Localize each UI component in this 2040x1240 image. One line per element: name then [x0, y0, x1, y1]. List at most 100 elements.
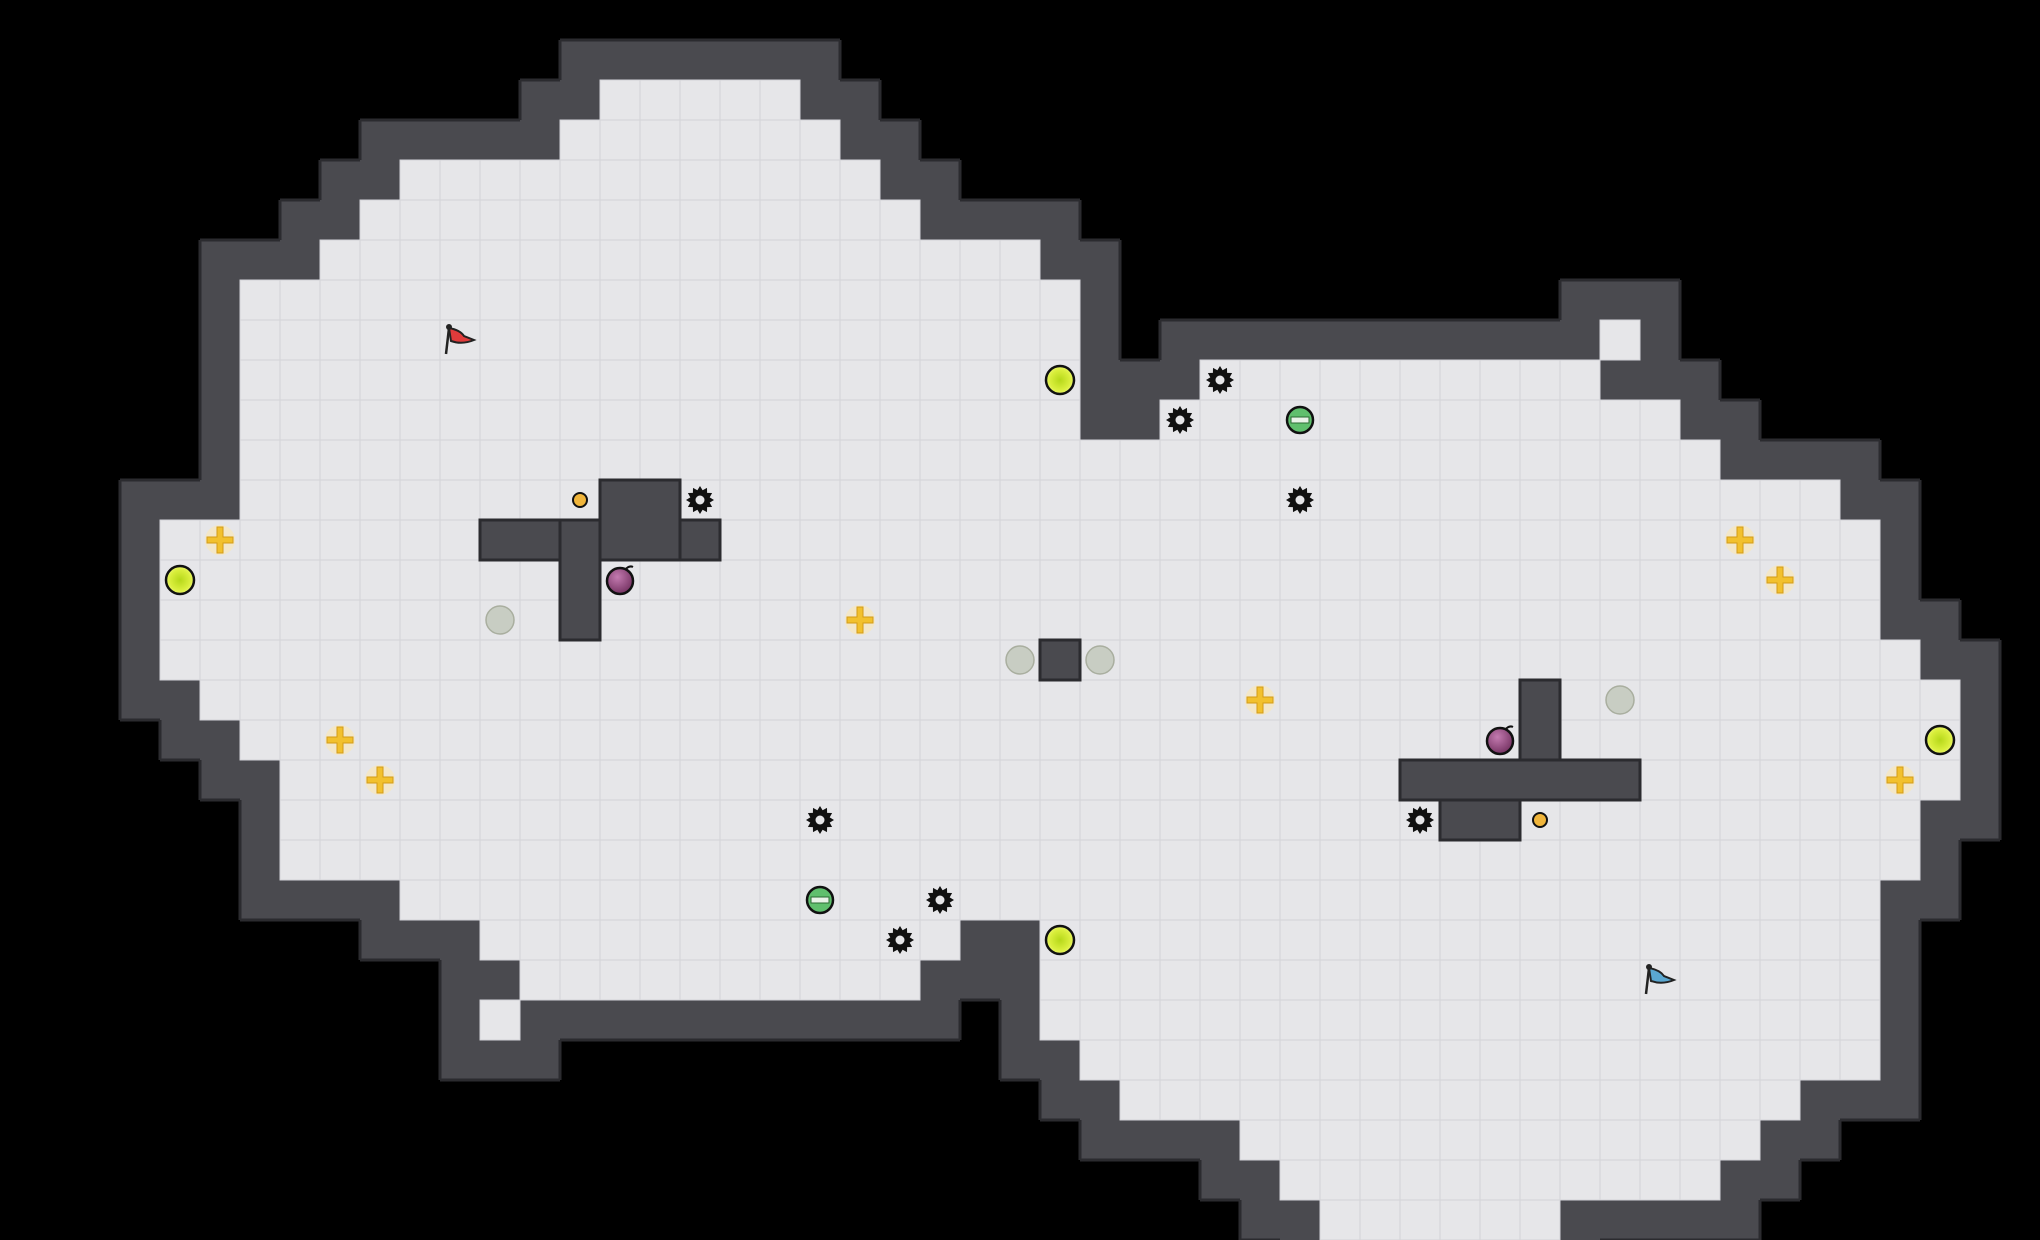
boost-pad[interactable]: [205, 525, 235, 555]
boost-pad[interactable]: [1885, 765, 1915, 795]
floor-tile: [399, 839, 441, 881]
floor-tile: [1439, 1079, 1481, 1121]
floor-tile: [1759, 519, 1801, 561]
floor-tile: [1679, 1039, 1721, 1081]
floor-tile: [959, 599, 1001, 641]
button[interactable]: [1532, 812, 1548, 828]
wall-tile: [1960, 640, 2000, 680]
floor-tile: [1359, 479, 1401, 521]
floor-tile: [1119, 879, 1161, 921]
spike[interactable]: [806, 806, 834, 834]
floor-tile: [599, 719, 641, 761]
wall-tile: [1000, 1000, 1040, 1040]
blue-flag[interactable]: [1644, 964, 1677, 995]
floor-tile: [1519, 1159, 1561, 1201]
bomb[interactable]: [1485, 725, 1515, 756]
wall-tile: [1720, 1200, 1760, 1240]
floor-tile: [1639, 719, 1681, 761]
floor-tile: [1039, 559, 1081, 601]
floor-tile: [399, 879, 441, 921]
wall-tile: [1280, 1200, 1320, 1240]
floor-tile: [1519, 1039, 1561, 1081]
floor-tile: [559, 439, 601, 481]
floor-tile: [239, 679, 281, 721]
wall-tile: [1080, 1080, 1120, 1120]
floor-tile: [1679, 679, 1721, 721]
floor-tile: [1479, 1039, 1521, 1081]
floor-tile: [1119, 599, 1161, 641]
floor-tile: [1799, 759, 1841, 801]
empty-spawn-icon: [1005, 645, 1035, 675]
floor-tile: [279, 839, 321, 881]
floor-tile: [479, 919, 521, 961]
spike[interactable]: [1286, 486, 1314, 514]
floor-tile: [1119, 679, 1161, 721]
boost-pad[interactable]: [1725, 525, 1755, 555]
wall-tile: [1160, 1120, 1200, 1160]
powerup[interactable]: [1924, 724, 1956, 756]
floor-tile: [1479, 599, 1521, 641]
boost-pad[interactable]: [365, 765, 395, 795]
floor-tile: [1399, 559, 1441, 601]
floor-tile: [559, 359, 601, 401]
boost-pad[interactable]: [845, 605, 875, 635]
floor-tile: [239, 639, 281, 681]
spike[interactable]: [1206, 366, 1234, 394]
floor-tile: [1599, 479, 1641, 521]
floor-tile: [1359, 879, 1401, 921]
floor-tile: [879, 799, 921, 841]
spike[interactable]: [926, 886, 954, 914]
floor-tile: [1479, 679, 1521, 721]
floor-tile: [839, 639, 881, 681]
bomb[interactable]: [605, 565, 635, 596]
floor-tile: [279, 719, 321, 761]
wall-tile: [120, 480, 160, 520]
spike[interactable]: [886, 926, 914, 954]
powerup[interactable]: [1044, 924, 1076, 956]
floor-tile: [1639, 639, 1681, 681]
bomb-fuse: [1504, 725, 1514, 731]
wall-tile: [840, 120, 880, 160]
floor-tile: [319, 279, 361, 321]
button[interactable]: [572, 492, 588, 508]
floor-tile: [999, 839, 1041, 881]
floor-tile: [1639, 399, 1681, 441]
floor-tile: [799, 159, 841, 201]
floor-tile: [319, 639, 361, 681]
floor-tile: [1399, 1159, 1441, 1201]
spike-core: [1295, 495, 1305, 505]
spike[interactable]: [1166, 406, 1194, 434]
floor-tile: [799, 959, 841, 1001]
floor-tile: [399, 759, 441, 801]
boost-cross-icon: [366, 766, 394, 794]
floor-tile: [1399, 479, 1441, 521]
powerup[interactable]: [1044, 364, 1076, 396]
powerup[interactable]: [164, 564, 196, 596]
floor-tile: [1439, 719, 1481, 761]
boost-pad[interactable]: [325, 725, 355, 755]
floor-tile: [1159, 639, 1201, 681]
spike[interactable]: [1406, 806, 1434, 834]
gate-toggle[interactable]: [1285, 405, 1315, 435]
boost-pad[interactable]: [1245, 685, 1275, 715]
spike[interactable]: [686, 486, 714, 514]
floor-tile: [599, 959, 641, 1001]
floor-tile: [1279, 999, 1321, 1041]
floor-tile: [879, 759, 921, 801]
floor-tile: [1719, 1119, 1761, 1161]
floor-tile: [1039, 279, 1081, 321]
red-flag[interactable]: [444, 324, 477, 355]
floor-tile: [519, 759, 561, 801]
floor-tile: [1359, 799, 1401, 841]
floor-tile: [1719, 1039, 1761, 1081]
floor-tile: [1839, 599, 1881, 641]
floor-tile: [1079, 839, 1121, 881]
floor-tile: [159, 599, 201, 641]
floor-tile: [359, 719, 401, 761]
floor-tile: [1159, 1079, 1201, 1121]
floor-tile: [679, 159, 721, 201]
boost-pad[interactable]: [1765, 565, 1795, 595]
floor-tile: [1119, 839, 1161, 881]
gate-toggle[interactable]: [805, 885, 835, 915]
